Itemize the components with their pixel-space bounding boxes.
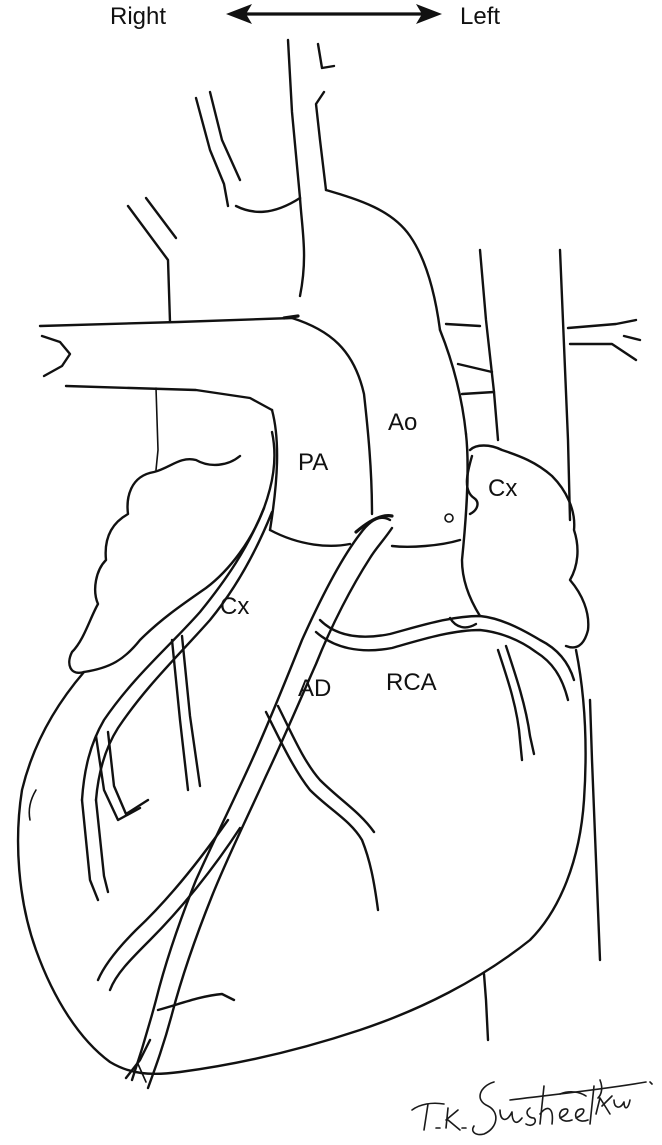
heart-outline	[16, 648, 602, 1076]
label-circumflex-lower: Cx	[220, 593, 249, 620]
label-rca: RCA	[386, 669, 437, 696]
label-aorta: Ao	[388, 409, 417, 436]
orientation-arrow	[226, 4, 442, 24]
pa-ao-trunk	[268, 316, 482, 618]
great-vessels	[38, 38, 642, 522]
left-atrium	[465, 444, 590, 649]
label-pulmonary-artery: PA	[298, 449, 328, 476]
left-label: Left	[460, 3, 500, 30]
label-circumflex-upper: Cx	[488, 475, 517, 502]
right-label: Right	[110, 3, 166, 30]
artist-signature	[411, 1079, 653, 1136]
coronary-vessels	[80, 506, 576, 1090]
label-anterior-descending: AD	[298, 675, 331, 702]
right-atrium	[68, 430, 276, 674]
